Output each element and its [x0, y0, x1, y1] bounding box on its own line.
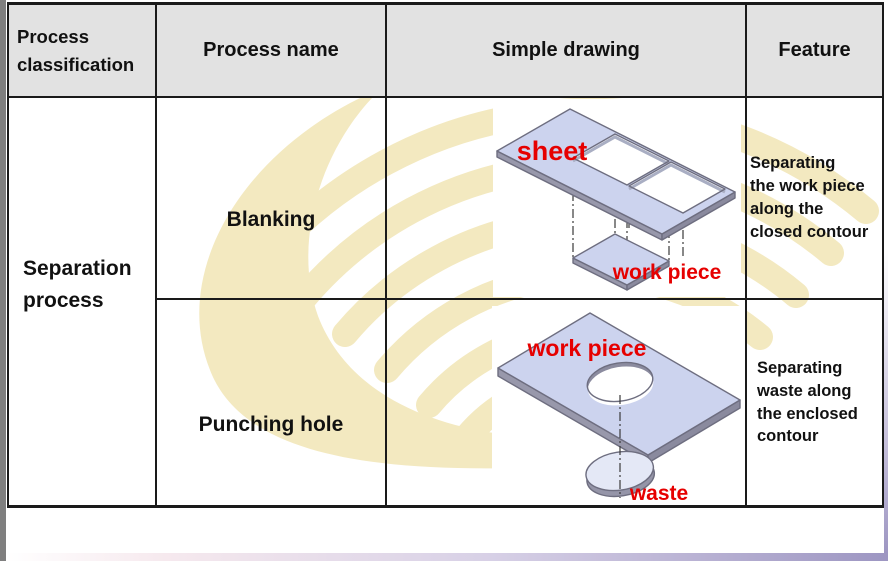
header-process-name: Process name: [157, 5, 387, 98]
feature-line: Separating: [757, 358, 843, 377]
right-gradient-strip: [884, 0, 888, 553]
feature-line: Separating: [750, 154, 836, 173]
punched-hole-shape: [586, 361, 654, 406]
sheet-shape: [496, 108, 736, 241]
blanking-hole-2: [628, 161, 726, 214]
blanking-hole-1: [572, 133, 670, 186]
left-edge-strip: [0, 0, 6, 561]
header-label: Simple drawing: [492, 39, 640, 61]
process-table: Process classification Process name Simp…: [7, 2, 884, 508]
cell-punching-name: Punching hole: [157, 300, 387, 505]
blanking-drawing: sheet work piece: [493, 99, 741, 297]
punching-hole-label: Punching hole: [198, 412, 344, 436]
feature-line: contour: [757, 427, 819, 446]
bottom-gradient-bar: [6, 553, 888, 561]
header-label: Feature: [778, 39, 851, 61]
cell-separation-process: Separation process: [9, 98, 157, 505]
sheet-label: sheet: [517, 136, 588, 166]
punching-drawing: work piece waste: [492, 306, 745, 503]
work-piece-shape: [572, 233, 670, 291]
work-piece-label: work piece: [527, 335, 647, 361]
cell-punching-feature: Separating waste along the enclosed cont…: [747, 300, 882, 505]
work-piece-label: work piece: [612, 261, 722, 284]
cell-blanking-drawing: sheet work piece: [387, 98, 747, 300]
cell-blanking-feature: Separating the work piece along the clos…: [747, 98, 882, 300]
blanking-label: Blanking: [226, 208, 316, 231]
plate-shape: [497, 312, 741, 464]
header-process-classification: Process classification: [9, 5, 157, 98]
header-feature: Feature: [747, 5, 882, 98]
watermark-crescent: [199, 96, 584, 469]
feature-line: along the: [750, 200, 824, 218]
feature-line: the enclosed: [757, 404, 858, 423]
header-simple-drawing: Simple drawing: [387, 5, 747, 98]
feature-line: the work piece: [750, 177, 865, 196]
separation-process-label: Separation process: [23, 257, 132, 312]
header-label: Process name: [203, 39, 339, 61]
header-label: Process classification: [17, 25, 135, 75]
cell-punching-drawing: work piece waste: [387, 300, 747, 505]
feature-line: closed contour: [750, 222, 869, 241]
waste-label: waste: [629, 482, 688, 503]
cell-blanking-name: Blanking: [157, 98, 387, 300]
feature-line: waste along: [757, 381, 852, 400]
